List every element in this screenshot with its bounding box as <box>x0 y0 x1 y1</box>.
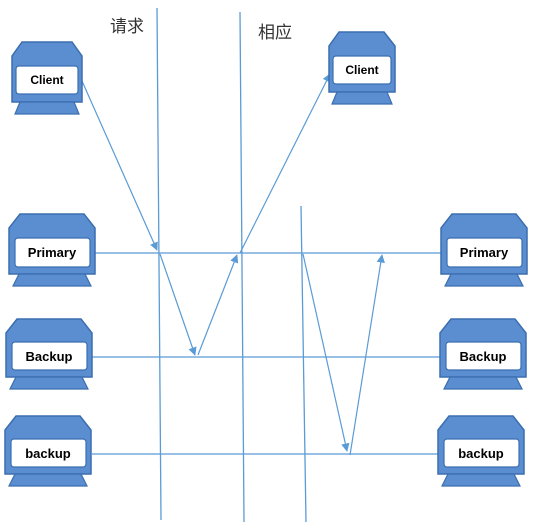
phase-divider-3 <box>300 205 307 523</box>
client-left-label: Client <box>30 73 63 87</box>
primary-right-label: Primary <box>460 245 509 260</box>
primary-to-backup-arrow <box>159 253 197 356</box>
backup2-left-node: backup <box>4 415 92 487</box>
backup-right-node: Backup <box>439 318 527 390</box>
primary-to-client-arrow <box>239 73 331 254</box>
primary-to-backup2-arrow <box>302 253 350 452</box>
client-right-label: Client <box>345 63 378 77</box>
client-to-primary-arrow <box>81 80 158 251</box>
backup2-left-label: backup <box>25 446 71 461</box>
client-right-node: Client <box>328 31 396 105</box>
phase-divider-2 <box>239 11 245 523</box>
backup-right-label: Backup <box>460 349 507 364</box>
backup2-right-node: backup <box>437 415 525 487</box>
message-arrows <box>81 73 385 456</box>
node-timelines <box>92 252 443 455</box>
primary-right-node: Primary <box>440 213 528 287</box>
backup-ack-arrow <box>197 254 239 356</box>
request-phase-label: 请求 <box>110 17 144 37</box>
backup2-ack-arrow <box>349 254 385 456</box>
response-phase-label: 相应 <box>258 23 292 43</box>
primary-left-label: Primary <box>28 245 77 260</box>
backup2-right-label: backup <box>458 446 504 461</box>
backup-left-node: Backup <box>5 318 93 390</box>
client-left-node: Client <box>11 41 83 115</box>
primary-left-node: Primary <box>8 213 96 287</box>
backup-left-label: Backup <box>26 349 73 364</box>
phase-divider-lines <box>156 7 307 523</box>
phase-divider-1 <box>156 7 162 521</box>
